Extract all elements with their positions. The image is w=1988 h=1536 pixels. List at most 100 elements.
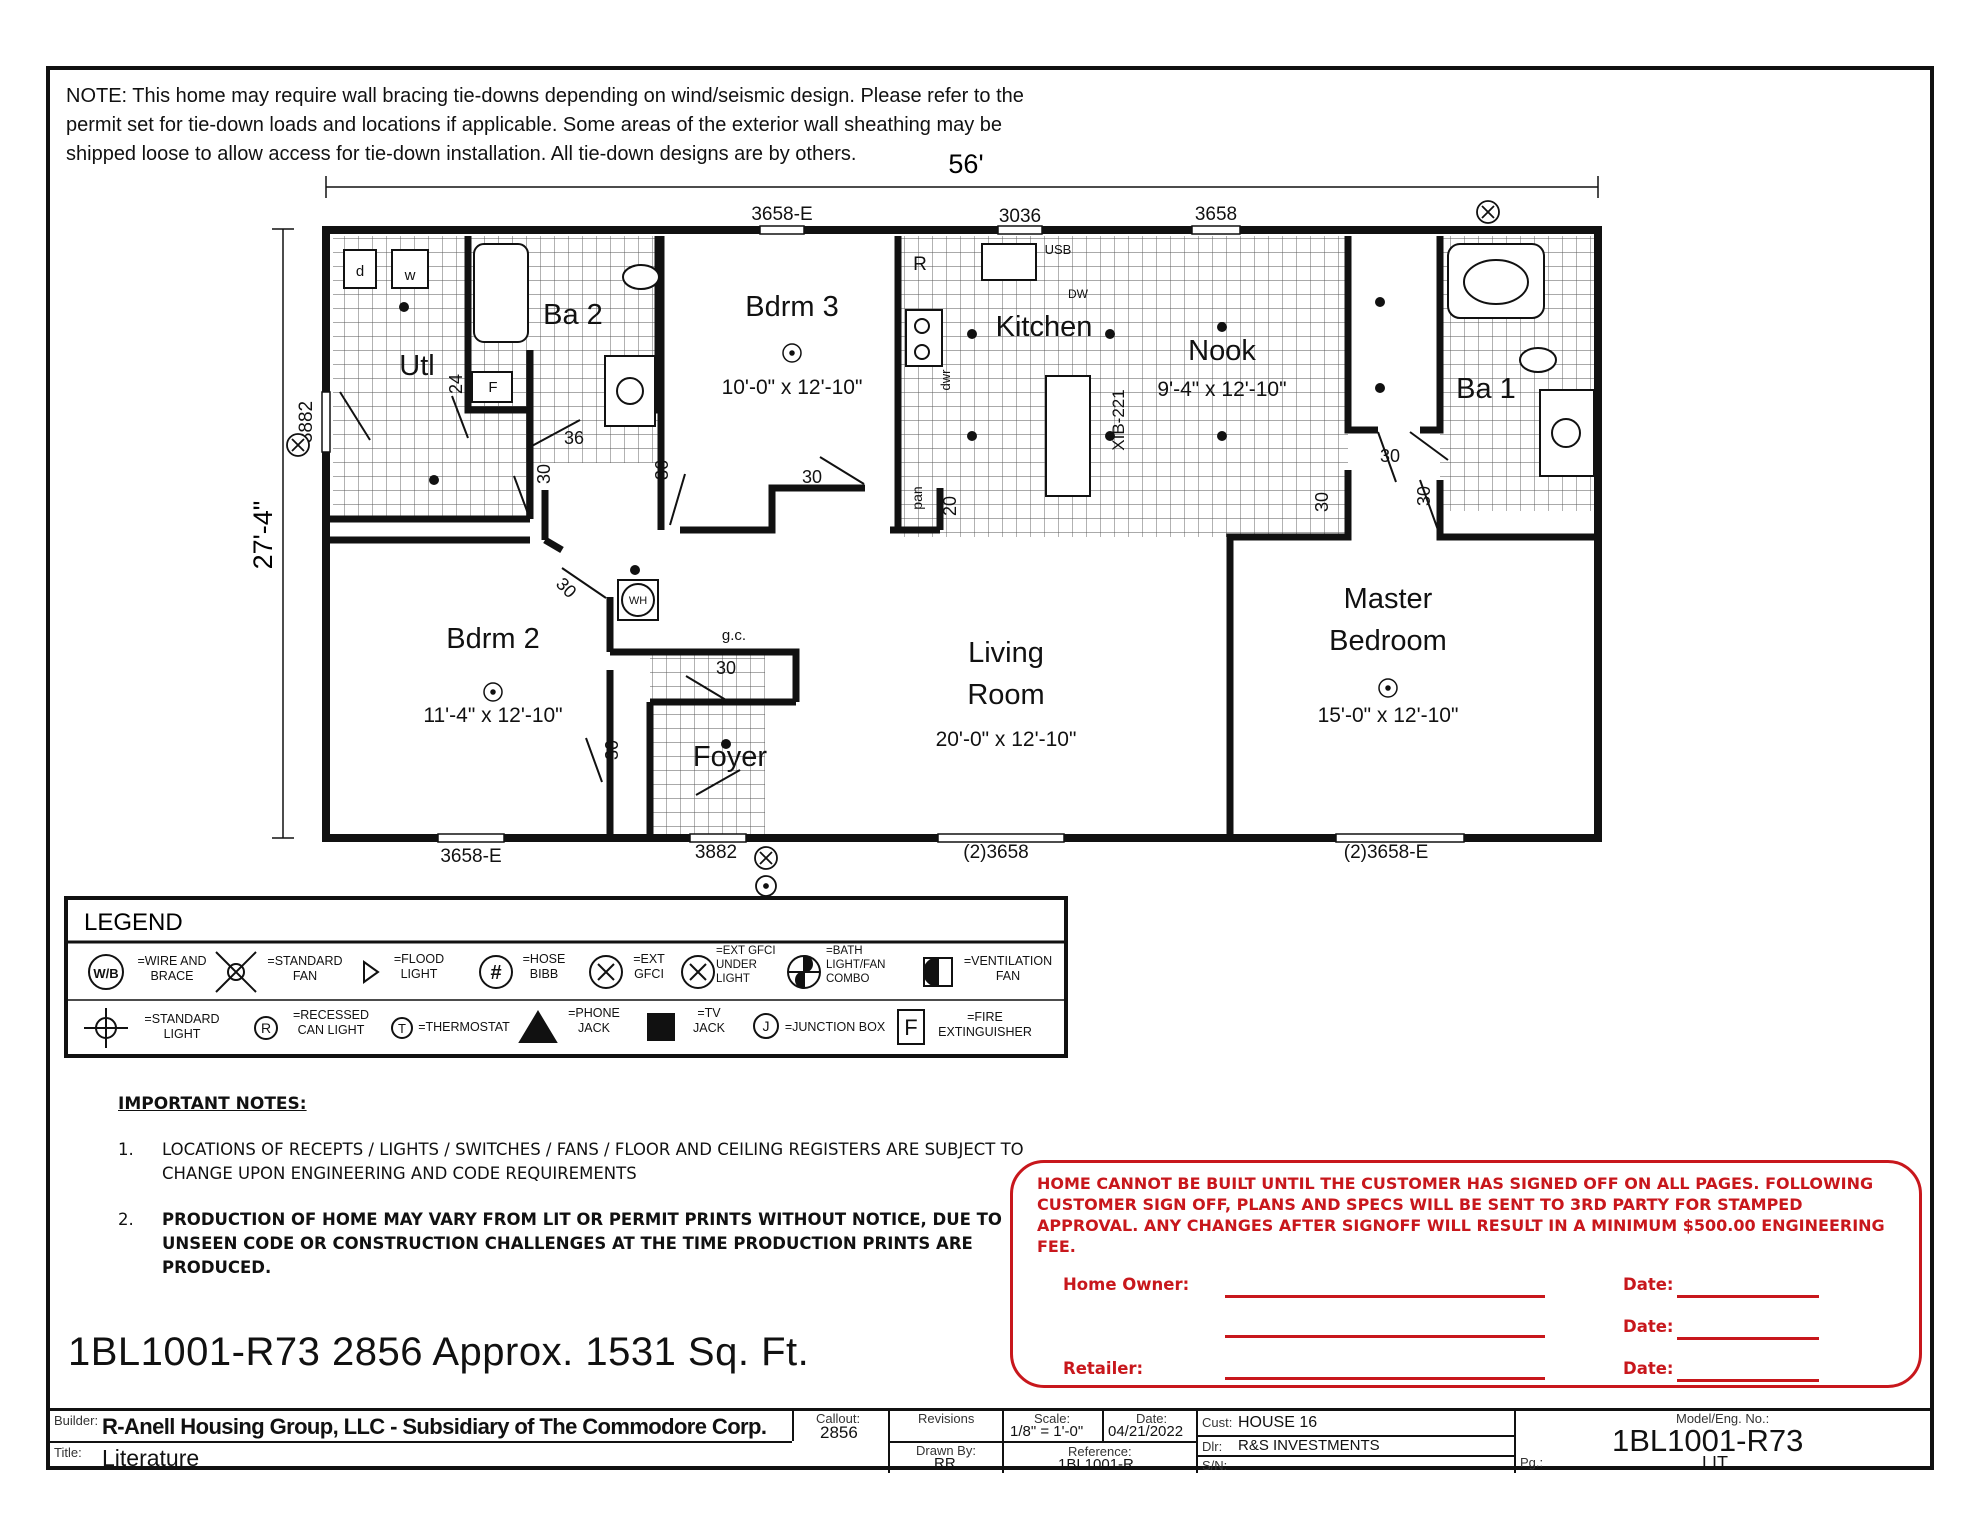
room-master-dims: 15'-0" x 12'-10" — [1318, 704, 1459, 727]
room-bdrm3: Bdrm 3 — [745, 291, 838, 323]
room-utl: Utl — [399, 350, 434, 382]
window-labels: 3658-E 3036 3658 3882 3658-E 3882 (2)365… — [296, 204, 1428, 867]
builder-label: Builder: — [54, 1413, 99, 1428]
fire-extinguisher-icon-label: F — [904, 1015, 917, 1040]
legend-label: =EXT GFCI UNDER LIGHT — [716, 945, 776, 985]
legend-label: =JUNCTION BOX — [784, 1020, 886, 1034]
builder-name: R-Anell Housing Group, LLC - Subsidiary … — [102, 1414, 767, 1439]
note-text: LOCATIONS OF RECEPTS / LIGHTS / SWITCHES… — [162, 1140, 1024, 1183]
window-label: 3036 — [999, 206, 1041, 227]
callout-label: Callout: — [816, 1411, 861, 1426]
recessed-can-icon-label: R — [261, 1020, 271, 1036]
revisions-label: Revisions — [918, 1411, 975, 1426]
date-cell: Date: 04/21/2022 — [1102, 1411, 1196, 1441]
ceiling-light-icon — [483, 343, 1398, 702]
callout-value: 2856 — [820, 1423, 858, 1442]
legend: LEGEND W/B # =WIRE AND BRACE =STANDARD F… — [64, 896, 1068, 1058]
cust-value: HOUSE 16 — [1238, 1414, 1318, 1431]
dlr-label: Dlr: — [1202, 1439, 1223, 1454]
pg-label: Pg.: — [1520, 1455, 1544, 1470]
fixture-labels: d w F R USB DW dwr pan XIB-221 WH g.c. — [356, 242, 1128, 644]
model-cell: Model/Eng. No.: 1BL1001-R73 Pg.: LIT — [1514, 1411, 1930, 1473]
room-bdrm2: Bdrm 2 — [446, 623, 539, 655]
room-kitchen: Kitchen — [996, 311, 1093, 343]
ext-gfci-icon — [589, 955, 623, 989]
window-label: 3658 — [1195, 204, 1237, 225]
overall-depth-dim: 27'-4" — [248, 501, 278, 570]
usb-label: USB — [1045, 242, 1072, 257]
room-ba1: Ba 1 — [1456, 373, 1516, 405]
signature-line[interactable] — [1225, 1335, 1545, 1338]
note-number: 1. — [118, 1140, 134, 1159]
legend-label: =TV JACK — [693, 1006, 725, 1035]
flood-light-icon — [363, 960, 380, 984]
room-bdrm3-dims: 10'-0" x 12'-10" — [722, 376, 863, 399]
legend-title: LEGEND — [84, 909, 183, 936]
room-master-2: Bedroom — [1329, 625, 1447, 657]
window-label: 3882 — [296, 401, 317, 443]
room-nook: Nook — [1188, 335, 1256, 367]
legend-label: =STANDARD FAN — [267, 954, 343, 983]
room-living-dims: 20'-0" x 12'-10" — [936, 728, 1077, 751]
scale-label: Scale: — [1034, 1411, 1071, 1426]
water-heater-label: WH — [629, 595, 647, 607]
legend-label: =BATH LIGHT/FAN COMBO — [826, 945, 886, 985]
retailer-label: Retailer: — [1063, 1359, 1144, 1378]
legend-label: =WIRE AND BRACE — [137, 954, 207, 983]
door-label: 30 — [716, 658, 736, 678]
phone-jack-icon — [518, 1010, 558, 1043]
date-line[interactable] — [1677, 1379, 1819, 1382]
home-owner-signature-line[interactable] — [1225, 1295, 1545, 1298]
window-label: (2)3658-E — [1344, 842, 1429, 863]
important-notes-heading: IMPORTANT NOTES: — [118, 1094, 307, 1114]
legend-label: =EXT GFCI — [633, 952, 665, 981]
pg-value: LIT — [1702, 1453, 1729, 1473]
title-value: Literature — [102, 1445, 200, 1471]
sn-label: S/N: — [1202, 1458, 1228, 1473]
room-master: Master — [1344, 583, 1433, 615]
door-label: 30 — [1414, 486, 1434, 506]
bedroom2-walls — [326, 536, 614, 838]
signoff-box: HOME CANNOT BE BUILT UNTIL THE CUSTOMER … — [1010, 1160, 1922, 1388]
fridge-label: R — [913, 254, 927, 275]
dryer-label: d — [356, 263, 364, 280]
date-label: Date: — [1136, 1411, 1168, 1426]
door-label: 30 — [1312, 492, 1332, 512]
door-label: 24 — [446, 374, 466, 394]
date-line[interactable] — [1677, 1337, 1819, 1340]
retailer-signature-line[interactable] — [1225, 1377, 1545, 1380]
room-ba2: Ba 2 — [543, 299, 603, 331]
reference-cell: Reference: 1BL1001-R — [1002, 1441, 1196, 1473]
dlr-value: R&S INVESTMENTS — [1238, 1437, 1380, 1454]
legend-label: =THERMOSTAT — [418, 1020, 510, 1034]
date-label: Date: — [1623, 1275, 1674, 1294]
fan-icon — [215, 951, 257, 993]
signoff-warning: HOME CANNOT BE BUILT UNTIL THE CUSTOMER … — [1037, 1174, 1885, 1256]
legend-label: =FLOOD LIGHT — [393, 952, 445, 981]
note-text: PRODUCTION OF HOME MAY VARY FROM LIT OR … — [162, 1210, 1002, 1277]
date-label: Date: — [1623, 1359, 1674, 1378]
sn-value: . — [1238, 1455, 1242, 1471]
room-bdrm2-dims: 11'-4" x 12'-10" — [423, 704, 562, 727]
hose-bibb-icon-label: # — [490, 962, 501, 984]
tie-down-note: NOTE: This home may require wall bracing… — [66, 85, 1024, 165]
dishwasher-label: DW — [1068, 287, 1089, 301]
standard-light-icon — [84, 1008, 128, 1048]
legend-label: =STANDARD LIGHT — [144, 1012, 220, 1041]
date-value: 04/21/2022 — [1108, 1423, 1184, 1440]
date-line[interactable] — [1677, 1295, 1819, 1298]
ext-gfci-icon — [286, 200, 1500, 897]
cust-label: Cust: — [1202, 1415, 1233, 1430]
window-label: (2)3658 — [963, 842, 1029, 863]
toilet-ba1 — [1519, 347, 1557, 373]
callout-cell: Callout: 2856 — [792, 1411, 888, 1442]
door-swings — [339, 391, 1449, 796]
revisions-cell: Revisions Drawn By: RR — [888, 1411, 1002, 1473]
extinguisher-label: F — [488, 379, 497, 396]
legend-label: =FIRE EXTINGUISHER — [938, 1010, 1032, 1039]
door-label: 20 — [940, 496, 960, 516]
toilet-ba2 — [622, 264, 660, 290]
wire-brace-icon — [88, 954, 124, 990]
bath-fan-icon — [787, 955, 821, 989]
interior-walls — [326, 236, 1598, 838]
